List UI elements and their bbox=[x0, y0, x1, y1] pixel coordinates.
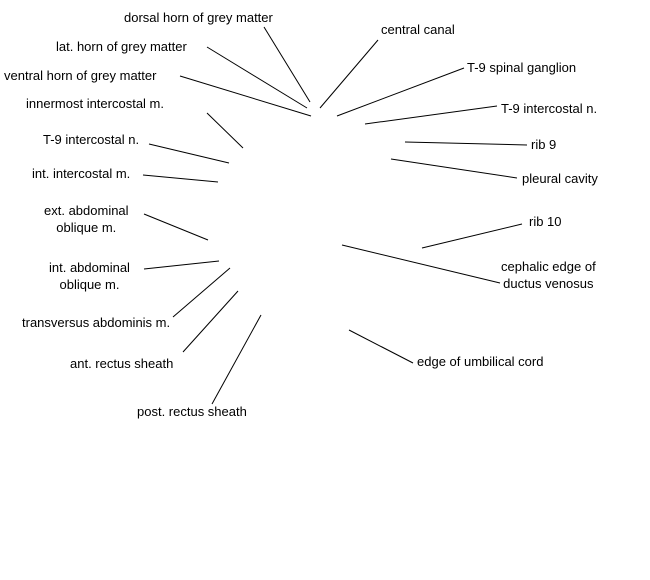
leader-int-abdominal-oblique bbox=[143, 260, 220, 270]
leader-cephalic-edge-ductus bbox=[341, 244, 501, 284]
label-ventral-horn: ventral horn of grey matter bbox=[4, 68, 157, 83]
label-dorsal-horn: dorsal horn of grey matter bbox=[124, 10, 273, 25]
label-t9-intercostal-n-right: T-9 intercostal n. bbox=[501, 101, 598, 116]
leader-innermost-intercostal bbox=[206, 112, 244, 149]
leader-t9-intercostal-n-right bbox=[364, 105, 498, 125]
label-pleural-cavity: pleural cavity bbox=[522, 171, 598, 186]
label-ext-abdominal-oblique-line-2: oblique m. bbox=[56, 220, 117, 235]
leader-int-intercostal bbox=[142, 174, 219, 183]
label-innermost-intercostal: innermost intercostal m. bbox=[26, 96, 164, 111]
label-edge-umbilical-cord: edge of umbilical cord bbox=[417, 354, 544, 369]
label-lat-horn: lat. horn of grey matter bbox=[56, 39, 187, 54]
leader-ant-rectus-sheath bbox=[182, 290, 239, 353]
label-rib9: rib 9 bbox=[531, 137, 557, 152]
label-int-abdominal-oblique-line-2: oblique m. bbox=[59, 277, 120, 292]
label-transversus-abdominis: transversus abdominis m. bbox=[22, 315, 171, 330]
label-ant-rectus-sheath: ant. rectus sheath bbox=[70, 356, 174, 371]
leader-ventral-horn bbox=[179, 75, 312, 117]
leader-edge-umbilical-cord bbox=[348, 329, 414, 364]
label-cephalic-edge-ductus-line-1: cephalic edge of bbox=[501, 259, 596, 274]
leader-t9-intercostal-n-left bbox=[148, 143, 230, 164]
label-post-rectus-sheath: post. rectus sheath bbox=[137, 404, 247, 419]
leader-rib10 bbox=[421, 223, 523, 249]
label-t9-spinal-ganglion: T-9 spinal ganglion bbox=[467, 60, 577, 75]
label-central-canal: central canal bbox=[381, 22, 455, 37]
leader-ext-abdominal-oblique bbox=[143, 213, 209, 241]
label-int-abdominal-oblique: int. abdominal oblique m. bbox=[49, 259, 130, 293]
label-rib10: rib 10 bbox=[529, 214, 562, 229]
label-ext-abdominal-oblique-line-1: ext. abdominal bbox=[44, 203, 129, 218]
label-int-intercostal: int. intercostal m. bbox=[32, 166, 131, 181]
leader-central-canal bbox=[319, 39, 379, 109]
label-int-abdominal-oblique-line-1: int. abdominal bbox=[49, 260, 130, 275]
leader-t9-spinal-ganglion bbox=[336, 67, 465, 117]
label-cephalic-edge-ductus: cephalic edge of ductus venosus bbox=[501, 258, 596, 292]
leader-lat-horn bbox=[206, 46, 308, 109]
label-t9-intercostal-n-left: T-9 intercostal n. bbox=[43, 132, 140, 147]
label-ext-abdominal-oblique: ext. abdominal oblique m. bbox=[44, 202, 129, 236]
leader-transversus-abdominis bbox=[172, 267, 231, 318]
leader-post-rectus-sheath bbox=[211, 314, 262, 405]
label-cephalic-edge-ductus-line-2: ductus venosus bbox=[503, 276, 594, 291]
leader-rib9 bbox=[404, 141, 528, 146]
leader-pleural-cavity bbox=[390, 158, 518, 179]
leader-dorsal-horn bbox=[263, 26, 311, 103]
